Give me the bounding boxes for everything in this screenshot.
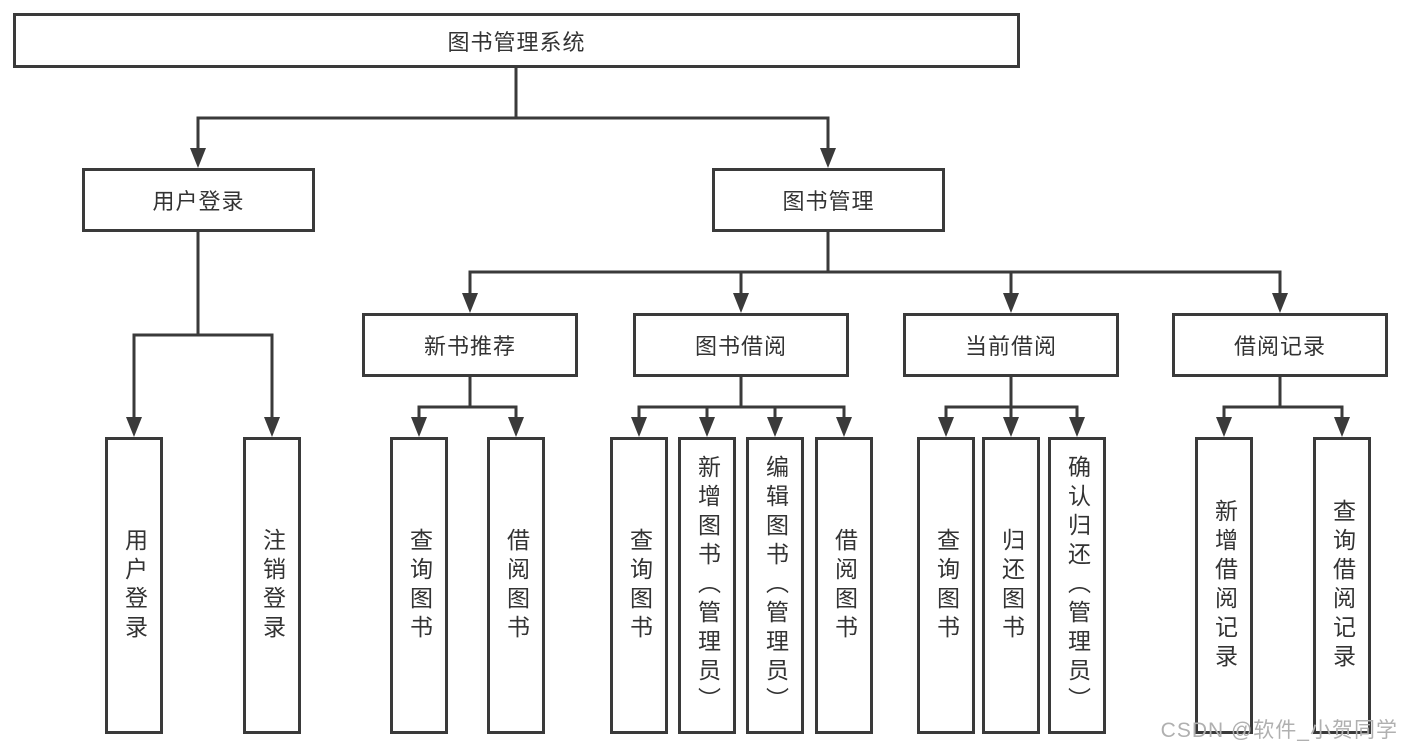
arrow-down-icon [1334, 417, 1350, 437]
branch-node-book-management: 图书管理 [712, 168, 945, 232]
leaf-node-label: 查询借阅记录 [1329, 498, 1356, 673]
leaf-node-query-books-borrow: 查询图书 [610, 437, 668, 734]
leaf-node-borrow-books-recommend: 借阅图书 [487, 437, 545, 734]
leaf-node-query-books-recommend: 查询图书 [390, 437, 448, 734]
root-node-label: 图书管理系统 [447, 29, 586, 55]
arrow-down-icon [190, 148, 206, 168]
section-node-new-book-recommend: 新书推荐 [362, 313, 578, 377]
arrowhead-icons [126, 148, 1350, 437]
section-node-current-borrow: 当前借阅 [903, 313, 1119, 377]
branch-node-user-login: 用户登录 [82, 168, 315, 232]
leaf-node-add-books-admin: 新增图书（管理员） [678, 437, 736, 734]
arrow-down-icon [411, 417, 427, 437]
leaf-node-add-borrow-record: 新增借阅记录 [1195, 437, 1253, 734]
leaf-node-borrow-books: 借阅图书 [815, 437, 873, 734]
arrow-down-icon [462, 293, 478, 313]
section-node-label: 当前借阅 [964, 334, 1057, 359]
arrow-down-icon [126, 417, 142, 437]
arrow-down-icon [836, 417, 852, 437]
leaf-node-label: 新增图书（管理员） [694, 455, 721, 716]
leaf-node-label: 查询图书 [933, 527, 960, 644]
leaf-node-label: 查询图书 [626, 527, 653, 644]
leaf-node-label: 编辑图书（管理员） [762, 455, 789, 716]
section-node-borrow-records: 借阅记录 [1172, 313, 1388, 377]
leaf-node-query-books-current: 查询图书 [917, 437, 975, 734]
arrow-down-icon [1216, 417, 1232, 437]
leaf-node-label: 新增借阅记录 [1211, 498, 1238, 673]
arrow-down-icon [699, 417, 715, 437]
leaf-node-label: 借阅图书 [503, 527, 530, 644]
branch-node-label: 图书管理 [782, 189, 875, 214]
tree-edges [132, 68, 1344, 420]
arrow-down-icon [508, 417, 524, 437]
arrow-down-icon [631, 417, 647, 437]
arrow-down-icon [264, 417, 280, 437]
arrow-down-icon [938, 417, 954, 437]
leaf-node-label: 借阅图书 [831, 527, 858, 644]
arrow-down-icon [733, 293, 749, 313]
arrow-down-icon [820, 148, 836, 168]
arrow-down-icon [1003, 293, 1019, 313]
leaf-node-user-login: 用户登录 [105, 437, 163, 734]
root-node-system-title: 图书管理系统 [13, 13, 1020, 68]
leaf-node-return-books: 归还图书 [982, 437, 1040, 734]
section-node-label: 图书借阅 [694, 334, 787, 359]
branch-node-label: 用户登录 [152, 189, 245, 214]
leaf-node-query-borrow-record: 查询借阅记录 [1313, 437, 1371, 734]
leaf-node-label: 用户登录 [121, 527, 148, 644]
arrow-down-icon [1069, 417, 1085, 437]
leaf-node-label: 归还图书 [998, 527, 1025, 644]
csdn-watermark: CSDN @软件_小贺同学 [1160, 719, 1398, 742]
section-node-book-borrow: 图书借阅 [633, 313, 849, 377]
section-node-label: 新书推荐 [423, 334, 516, 359]
leaf-node-edit-books-admin: 编辑图书（管理员） [746, 437, 804, 734]
leaf-node-confirm-return-admin: 确认归还（管理员） [1048, 437, 1106, 734]
leaf-node-logout: 注销登录 [243, 437, 301, 734]
arrow-down-icon [767, 417, 783, 437]
leaf-node-label: 查询图书 [406, 527, 433, 644]
leaf-node-label: 确认归还（管理员） [1064, 455, 1091, 716]
section-node-label: 借阅记录 [1233, 334, 1326, 359]
arrow-down-icon [1272, 293, 1288, 313]
leaf-node-label: 注销登录 [259, 527, 286, 644]
arrow-down-icon [1003, 417, 1019, 437]
